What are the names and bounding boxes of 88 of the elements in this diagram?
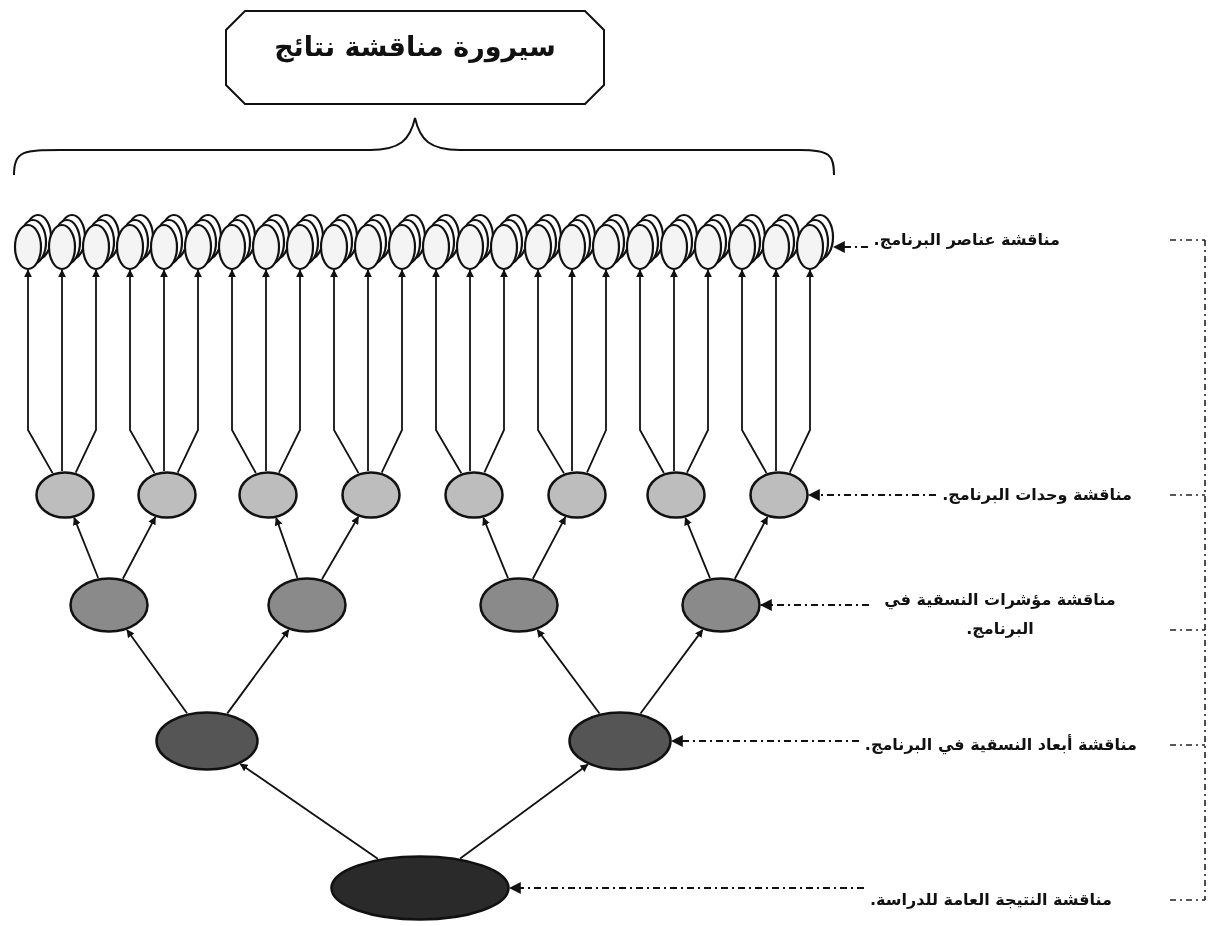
ellipse-node (568, 711, 672, 771)
ellipse-node (35, 471, 95, 519)
arrow (807, 489, 937, 501)
arrow (670, 269, 678, 472)
stacked-ellipses (286, 214, 324, 270)
arrow (278, 269, 304, 474)
arrow (772, 269, 780, 472)
stacked-ellipses (660, 214, 698, 270)
arrow (176, 269, 202, 474)
stacked-ellipses (694, 214, 732, 270)
arrow (568, 269, 576, 472)
stacked-ellipses (626, 214, 664, 270)
arrow (483, 269, 508, 474)
arrow (160, 269, 168, 472)
arrow (274, 517, 299, 579)
stacked-ellipses (184, 214, 222, 270)
arrow (832, 241, 869, 253)
stacked-ellipses (592, 214, 630, 270)
ellipse-node (479, 577, 559, 633)
stacked-ellipses (558, 214, 596, 270)
level-label: مناقشة عناصر البرنامج. (873, 225, 1060, 255)
stacked-ellipses (456, 214, 494, 270)
ellipse-node (749, 471, 809, 519)
arrow (733, 516, 769, 580)
ellipse-node (267, 577, 347, 633)
ellipse-node (330, 855, 510, 921)
stacked-ellipses (762, 214, 800, 270)
ellipse-node (341, 471, 401, 519)
arrow (536, 628, 601, 715)
stacked-ellipses (320, 214, 358, 270)
arrow (482, 516, 509, 579)
arrow (759, 599, 870, 611)
arrow (74, 269, 100, 474)
stacked-ellipses (14, 214, 52, 270)
level-label: مناقشة أبعاد النسقية في البرنامج. (864, 730, 1137, 760)
stacked-ellipses (490, 214, 528, 270)
stacked-ellipses (150, 214, 188, 270)
ellipse-node (137, 471, 197, 519)
arrow (380, 269, 406, 474)
ellipse-node (155, 711, 259, 771)
stacked-ellipses (252, 214, 290, 270)
level-label: مناقشة مؤشرات النسقية في البرنامج. (875, 586, 1125, 644)
arrow (321, 515, 360, 580)
box-title: سيرورة مناقشة نتائج (274, 31, 556, 62)
arrow (466, 269, 474, 472)
arrow (508, 882, 865, 894)
stacked-ellipses (354, 214, 392, 270)
arrow (262, 269, 270, 472)
level-label: مناقشة وحدات البرنامج. (942, 480, 1132, 510)
arrow (639, 628, 704, 715)
arrow (126, 269, 156, 475)
level-label: مناقشة النتيجة العامة للدراسة. (869, 885, 1112, 915)
arrow (239, 763, 379, 860)
ellipse-node (681, 577, 761, 633)
arrow (73, 516, 100, 579)
arrow (226, 629, 290, 715)
arrow (534, 269, 565, 475)
stacked-ellipses (524, 214, 562, 270)
stacked-ellipses (388, 214, 426, 270)
arrow (364, 269, 372, 472)
arrow (432, 269, 463, 475)
ellipse-node (238, 471, 298, 519)
arrow (58, 269, 66, 472)
ellipse-node (69, 577, 149, 633)
arrow (670, 735, 860, 747)
stacked-ellipses (82, 214, 120, 270)
arrow (126, 629, 188, 715)
stacked-ellipses (218, 214, 256, 270)
stacked-ellipses (422, 214, 460, 270)
stacked-ellipses (116, 214, 154, 270)
ellipse-node (547, 471, 607, 519)
ellipse-node (646, 471, 706, 519)
arrow (330, 269, 360, 475)
arrow (738, 269, 768, 475)
arrow (684, 516, 711, 579)
arrow (24, 269, 54, 475)
arrow (788, 269, 814, 474)
arrow (121, 516, 157, 580)
stacked-ellipses (728, 214, 766, 270)
arrow (531, 516, 567, 580)
ellipse-node (444, 471, 504, 519)
arrow (636, 269, 665, 474)
arrow (686, 269, 712, 474)
stacked-ellipses (48, 214, 86, 270)
stacked-ellipses (796, 214, 834, 270)
arrow (228, 269, 257, 474)
arrow (586, 269, 610, 474)
arrow (459, 763, 589, 860)
